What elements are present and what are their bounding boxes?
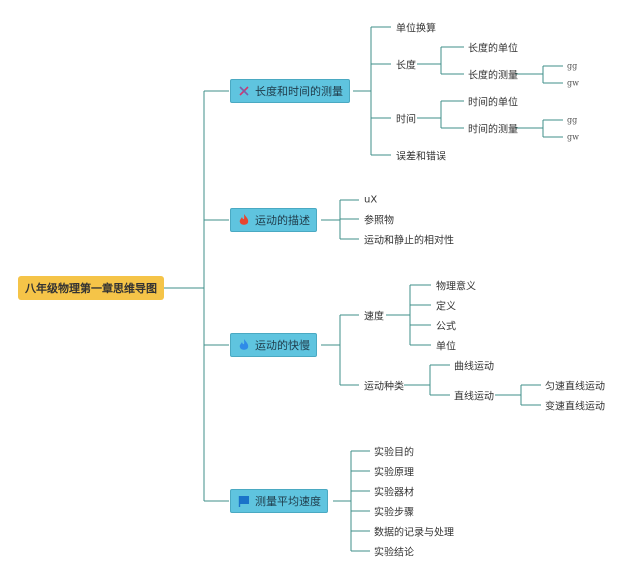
node-curvilinear[interactable]: 曲线运动 — [454, 361, 494, 373]
node-reference-object[interactable]: 参照物 — [364, 215, 394, 227]
node-relativity[interactable]: 运动和静止的相对性 — [364, 235, 454, 247]
branch-length-time[interactable]: 长度和时间的测量 — [230, 79, 350, 103]
connector — [417, 100, 464, 129]
connector — [321, 314, 359, 386]
node-motion-types[interactable]: 运动种类 — [364, 381, 404, 393]
flag-icon — [237, 494, 251, 508]
connector — [321, 199, 359, 240]
node-physical-meaning[interactable]: 物理意义 — [436, 281, 476, 293]
node-exp-principle[interactable]: 实验原理 — [374, 467, 414, 479]
branch-motion-description[interactable]: 运动的描述 — [230, 208, 317, 232]
connector — [495, 384, 541, 406]
node-variable-linear[interactable]: 变速直线运动 — [545, 401, 605, 413]
branch-average-speed[interactable]: 测量平均速度 — [230, 489, 328, 513]
branch-motion-speed[interactable]: 运动的快慢 — [230, 333, 317, 357]
connector — [417, 46, 464, 75]
node-rectilinear[interactable]: 直线运动 — [454, 391, 494, 403]
flame-blue-icon — [237, 338, 251, 352]
node-ux[interactable]: uX — [364, 194, 378, 206]
node-time-measure[interactable]: 时间的测量 — [468, 124, 518, 136]
node-unit-conversion[interactable]: 单位换算 — [396, 23, 436, 35]
node-time-gw[interactable]: gw — [567, 132, 579, 142]
connector — [164, 90, 229, 502]
node-length-measure[interactable]: 长度的测量 — [468, 70, 518, 82]
node-exp-equipment[interactable]: 实验器材 — [374, 487, 414, 499]
branch-label: 长度和时间的测量 — [255, 85, 343, 98]
node-exp-purpose[interactable]: 实验目的 — [374, 447, 414, 459]
branch-label: 运动的快慢 — [255, 339, 310, 352]
branch-label: 测量平均速度 — [255, 495, 321, 508]
node-length-gg[interactable]: gg — [567, 61, 578, 71]
node-unit[interactable]: 单位 — [436, 341, 456, 353]
node-uniform-linear[interactable]: 匀速直线运动 — [545, 381, 605, 393]
node-time[interactable]: 时间 — [396, 114, 416, 126]
node-error-mistake[interactable]: 误差和错误 — [396, 151, 446, 163]
node-exp-data[interactable]: 数据的记录与处理 — [374, 527, 454, 539]
branch-label: 运动的描述 — [255, 214, 310, 227]
connector — [404, 364, 450, 396]
node-exp-conclusion[interactable]: 实验结论 — [374, 547, 414, 559]
connector — [515, 65, 563, 84]
node-length[interactable]: 长度 — [396, 60, 416, 72]
flame-red-icon — [237, 213, 251, 227]
root-topic[interactable]: 八年级物理第一章思维导图 — [18, 276, 164, 300]
node-definition[interactable]: 定义 — [436, 301, 456, 313]
connector — [333, 450, 370, 552]
node-length-unit[interactable]: 长度的单位 — [468, 43, 518, 55]
connector — [515, 119, 563, 138]
node-formula[interactable]: 公式 — [436, 321, 456, 333]
tools-icon — [237, 84, 251, 98]
node-time-unit[interactable]: 时间的单位 — [468, 97, 518, 109]
node-time-gg[interactable]: gg — [567, 115, 578, 125]
connector — [353, 26, 391, 156]
node-length-gw[interactable]: gw — [567, 78, 579, 88]
connector — [386, 284, 431, 346]
node-exp-steps[interactable]: 实验步骤 — [374, 507, 414, 519]
node-speed[interactable]: 速度 — [364, 311, 384, 323]
